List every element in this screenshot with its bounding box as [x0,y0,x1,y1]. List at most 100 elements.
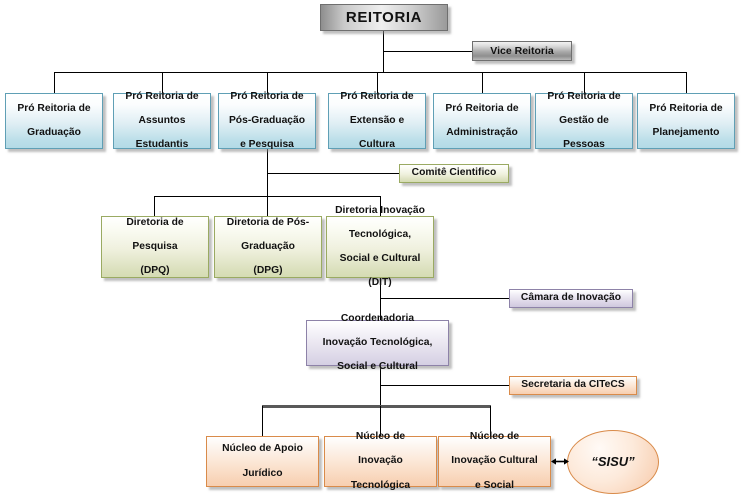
connector-coordenadoria-stem [380,366,381,407]
label-line-2: Inovação Cultural [451,455,538,467]
node-label-block: Pró Reitoria de Graduação [6,103,102,139]
connector-posgrad-comite [267,173,400,174]
node-label-block: Pró Reitoria de Gestão de Pessoas [536,91,632,152]
label-line-3: (DPG) [253,265,283,277]
connector-drop-pro-2 [162,72,163,94]
label-line-2: Planejamento [652,127,720,139]
connector-drop-dir-2 [267,196,268,217]
node-vice-reitoria[interactable]: Vice Reitoria [472,41,572,61]
label-line-1: Núcleo de [469,431,520,443]
node-label-block: Núcleo de Inovação Cultural e Social [439,431,550,492]
label-line-2: Tecnológica, [348,228,412,240]
node-nucleo-inovacao-cultural-social[interactable]: Núcleo de Inovação Cultural e Social [438,431,551,491]
label-line-1: Diretoria de Pós- [226,216,310,228]
node-label-block: Coordenadoria Inovação Tecnológica, Soci… [307,313,448,374]
label-line-1: Pró Reitoria de [17,102,91,114]
connector-drop-pro-7 [686,72,687,94]
label-line-3: Social e Cultural [337,361,418,373]
connector-drop-dir-3 [380,196,381,217]
double-arrow-icon [551,455,569,468]
label-line-3: (DPQ) [140,265,170,277]
node-label-block: Núcleo de Inovação Tecnológica [325,431,436,492]
label-line-1: Núcleo de [355,431,406,443]
node-pro-reitoria-administracao[interactable]: Pró Reitoria de Administração [433,93,531,149]
node-label-block: Pró Reitoria de Extensão e Cultura [329,91,425,152]
label-line-3: e Pesquisa [240,139,294,151]
node-label-block: Diretoria de Pós- Graduação (DPG) [215,217,321,278]
connector-drop-pro-5 [482,72,483,94]
node-label-block: Diretoria de Pesquisa (DPQ) [102,217,208,278]
node-reitoria-label: REITORIA [345,8,423,26]
node-secretaria-citecs[interactable]: Secretaria da CITeCS [509,376,637,395]
node-label-block: Núcleo de Apoio Jurídico [207,443,318,479]
node-sisu-label: “SISU” [591,454,635,470]
label-line-2: Pesquisa [132,240,178,252]
node-comite-cientifico-label: Comitê Cientifico [411,167,497,179]
node-label-block: Diretoria Inovação Tecnológica, Social e… [327,205,433,290]
label-line-2: Extensão e [349,114,405,126]
label-line-3: Pessoas [563,139,605,151]
node-comite-cientifico[interactable]: Comitê Cientifico [399,164,509,183]
connector-drop-nuc-2 [380,406,381,437]
label-line-1: Pró Reitoria de [649,102,723,114]
node-pro-reitoria-graduacao[interactable]: Pró Reitoria de Graduação [5,93,103,149]
node-diretoria-pesquisa[interactable]: Diretoria de Pesquisa (DPQ) [101,216,209,278]
connector-drop-pro-1 [54,72,55,94]
connector-drop-pro-3 [267,72,268,94]
label-line-2: Graduação [241,240,295,252]
label-line-3: Estudantis [135,139,189,151]
node-camara-inovacao[interactable]: Câmara de Inovação [509,289,633,308]
label-line-1: Pró Reitoria de [340,90,414,102]
node-pro-reitoria-assuntos-estudantis[interactable]: Pró Reitoria de Assuntos Estudantis [113,90,211,151]
node-diretoria-inovacao-tecnologica[interactable]: Diretoria Inovação Tecnológica, Social e… [326,205,434,288]
connector-drop-pro-6 [584,72,585,94]
node-pro-reitoria-pos-graduacao-pesquisa[interactable]: Pró Reitoria de Pós-Graduação e Pesquisa [218,91,316,152]
connector-drop-nuc-1 [262,406,263,437]
node-coordenadoria-inovacao[interactable]: Coordenadoria Inovação Tecnológica, Soci… [306,313,449,372]
node-secretaria-citecs-label: Secretaria da CITeCS [521,379,625,391]
label-line-1: Pró Reitoria de [125,90,199,102]
label-line-2: Graduação [27,127,81,139]
node-reitoria[interactable]: REITORIA [320,4,448,31]
label-line-2: Assuntos [138,114,186,126]
node-label-block: Pró Reitoria de Pós-Graduação e Pesquisa [219,91,315,152]
node-label-block: Pró Reitoria de Planejamento [638,103,734,139]
node-pro-reitoria-extensao-cultura[interactable]: Pró Reitoria de Extensão e Cultura [328,91,426,152]
node-diretoria-pos-graduacao[interactable]: Diretoria de Pós- Graduação (DPG) [214,216,322,278]
node-pro-reitoria-gestao-pessoas[interactable]: Pró Reitoria de Gestão de Pessoas [535,91,633,152]
connector-nucleo-bus [262,405,491,408]
connector-dit-coordenadoria [380,278,381,321]
label-line-2: Inovação [358,455,403,467]
node-nucleo-inovacao-tecnologica[interactable]: Núcleo de Inovação Tecnológica [324,431,437,491]
connector-posgrad-stem [267,149,268,217]
label-line-1: Pró Reitoria de [445,102,519,114]
label-line-3: e Social [475,479,514,491]
label-line-2: Inovação Tecnológica, [322,336,433,348]
connector-coordenadoria-secretaria [380,385,510,386]
node-nucleo-apoio-juridico[interactable]: Núcleo de Apoio Jurídico [206,436,319,487]
connector-drop-pro-4 [377,72,378,94]
connector-dit-camara [380,298,510,299]
connector-reitoria-stem [383,31,384,73]
node-camara-inovacao-label: Câmara de Inovação [520,292,622,304]
label-line-1: Diretoria Inovação [335,204,425,216]
connector-pro-reitoria-bus [54,72,686,73]
label-line-2: Administração [446,127,518,139]
label-line-3: Tecnológica [350,479,411,491]
node-pro-reitoria-planejamento[interactable]: Pró Reitoria de Planejamento [637,93,735,149]
connector-drop-dir-1 [154,196,155,217]
node-sisu[interactable]: “SISU” [567,430,659,494]
label-line-3: Social e Cultural [339,253,421,265]
connector-drop-nuc-3 [490,406,491,437]
label-line-4: (DIT) [368,277,392,289]
label-line-2: Pós-Graduação [228,114,306,126]
label-line-1: Coordenadoria [340,312,415,324]
label-line-1: Pró Reitoria de [547,90,621,102]
connector-reitoria-vice [383,51,473,52]
label-line-1: Pró Reitoria de [230,90,304,102]
label-line-2: Gestão de [559,114,609,126]
label-line-1: Núcleo de Apoio [222,443,303,455]
node-label-block: Pró Reitoria de Administração [434,103,530,139]
label-line-2: Jurídico [242,467,283,479]
